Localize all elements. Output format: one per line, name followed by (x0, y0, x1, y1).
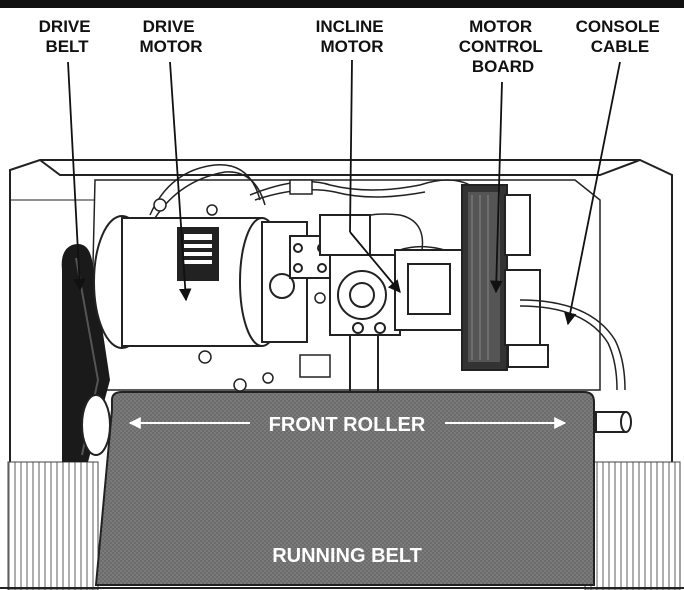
label-running-belt: RUNNING BELT (272, 545, 422, 567)
leader-drive-belt (67, 61, 86, 292)
label-front-roller: FRONT ROLLER (269, 414, 426, 436)
running-belt (94, 391, 595, 586)
leader-incline-motor-vertical (349, 59, 353, 233)
label-incline-motor: INCLINE MOTOR (316, 17, 389, 56)
motor-control-board (461, 184, 549, 371)
leader-motor-control-board (490, 81, 503, 294)
label-motor-control-board: MOTOR CONTROL BOARD (459, 17, 547, 76)
top-border (0, 0, 684, 8)
leader-console-cable (564, 61, 621, 326)
wiring-harness (149, 164, 521, 261)
leader-drive-motor (169, 61, 192, 302)
incline-motor (319, 214, 466, 395)
drive-motor (93, 215, 331, 349)
left-rail (7, 461, 99, 590)
label-console-cable: CONSOLE CABLE (576, 17, 665, 56)
leader-lines (67, 59, 621, 326)
leader-incline-motor (349, 231, 401, 293)
console-cable (519, 299, 626, 391)
label-drive-belt: DRIVE BELT (39, 17, 96, 56)
right-rail (584, 461, 681, 590)
label-drive-motor: DRIVE MOTOR (140, 17, 203, 56)
tray-bolts (198, 292, 331, 392)
